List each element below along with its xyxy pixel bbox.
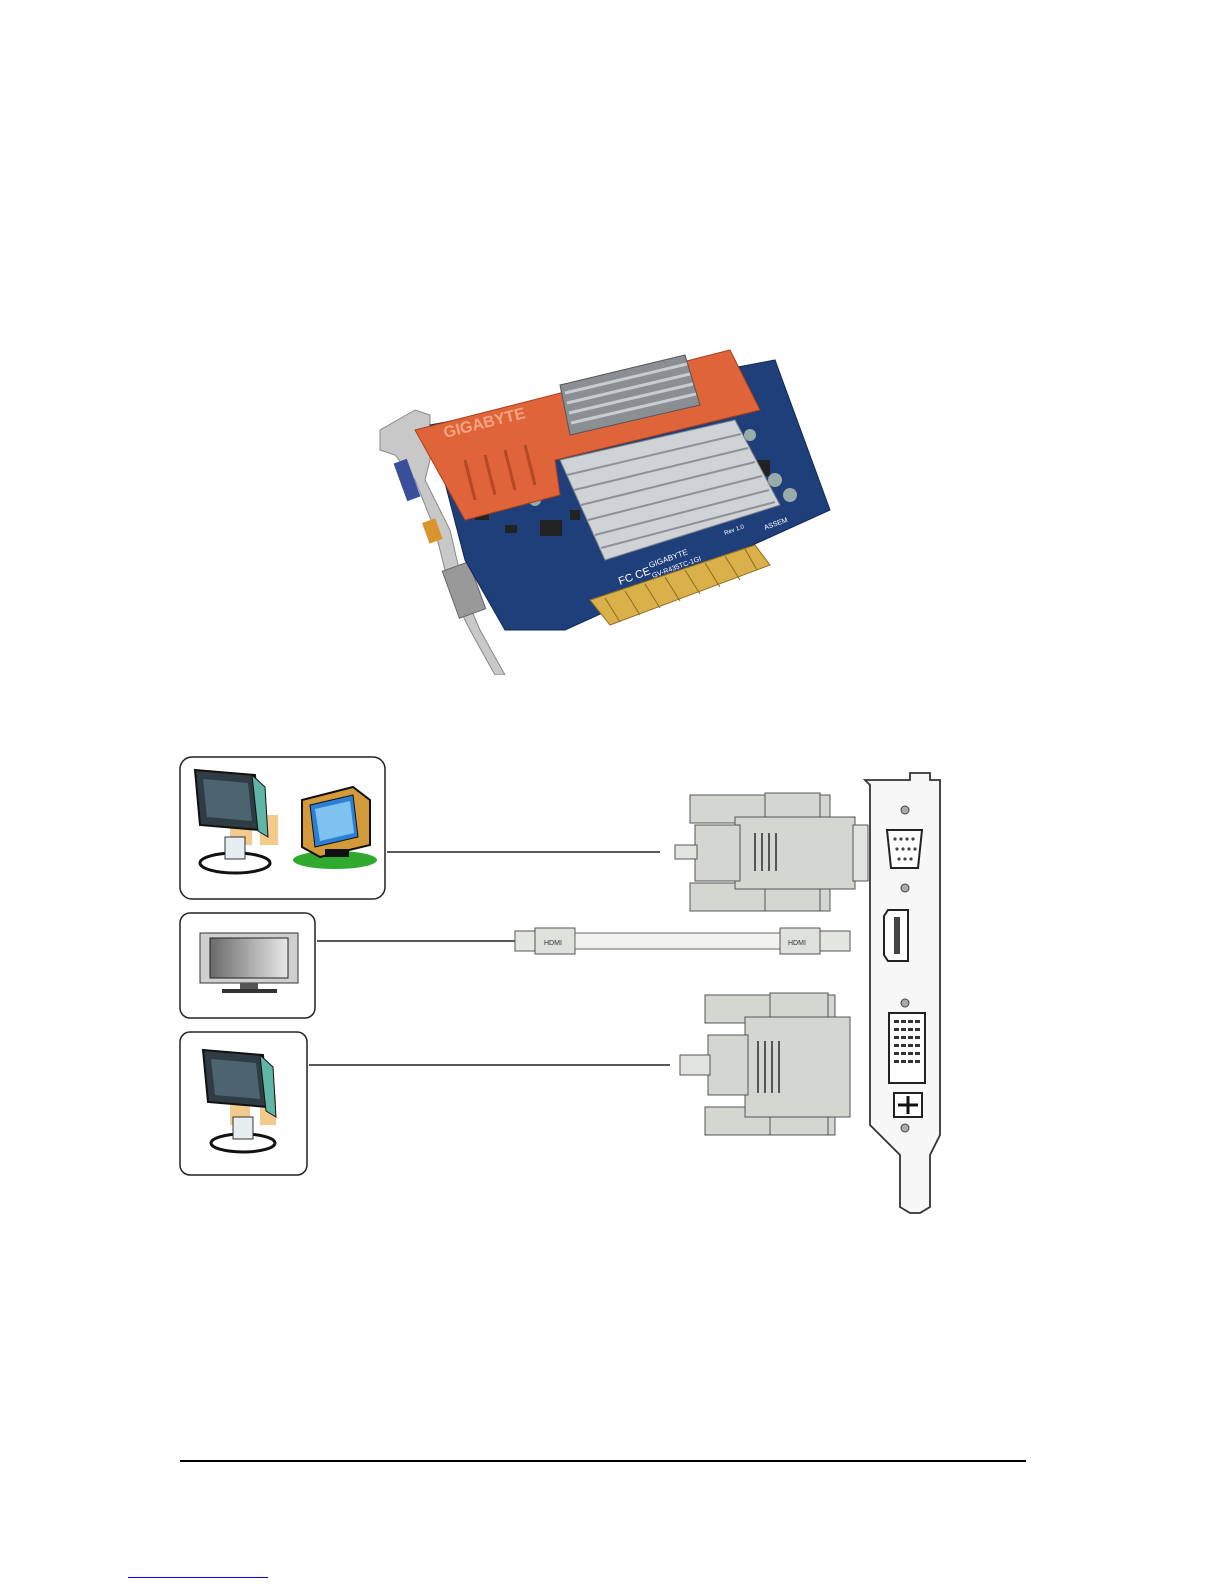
hdmi-plug-label-left: HDMI (544, 940, 562, 947)
vga-port (887, 830, 922, 868)
hdmi-display-box (180, 913, 315, 1018)
vga-connector-icon (675, 793, 868, 911)
graphics-card-photo: GIGABYTE FC CE GIGABYTE GV-R435TC-1GI Re… (355, 330, 835, 675)
dvi-display-box (180, 1032, 307, 1175)
io-bracket-icon (865, 773, 940, 1213)
dvi-port (889, 1013, 925, 1117)
bottom-link-underline (128, 1577, 268, 1578)
dvi-connector-icon (680, 993, 850, 1135)
vga-display-box (180, 757, 385, 899)
hdmi-cable-icon: HDMI HDMI (515, 928, 850, 954)
display-connection-diagram: HDMI HDMI (170, 745, 970, 1225)
footer-rule (180, 1460, 1026, 1462)
hdmi-plug-label-right: HDMI (788, 940, 806, 947)
hdmi-port (884, 910, 908, 961)
crt-monitor-icon (293, 787, 377, 869)
